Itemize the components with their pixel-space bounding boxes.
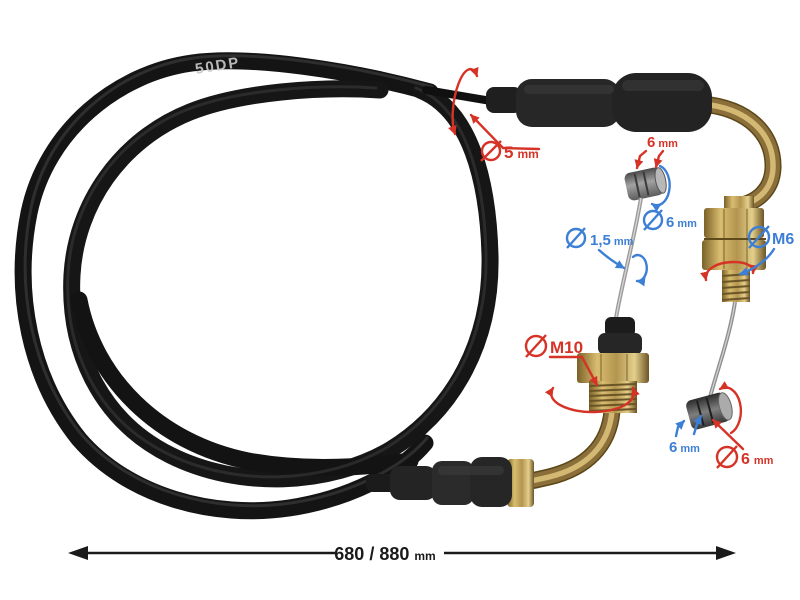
- leader-arrow: [597, 248, 626, 270]
- cable-marking-text: 50DP: [194, 54, 242, 78]
- label-value: 1,5: [590, 232, 611, 249]
- label-value: 680 / 880: [334, 544, 409, 564]
- label-unit: mm: [680, 443, 700, 455]
- svg-text:5mm: 5 mm: [504, 143, 539, 162]
- label-unit: mm: [517, 147, 538, 161]
- label-unit: mm: [658, 138, 678, 150]
- leader-arrow: [469, 113, 541, 151]
- grip-end-elbow: [693, 95, 782, 215]
- label-unit: mm: [414, 549, 435, 563]
- diameter-icon: [480, 140, 502, 162]
- diameter-icon: [715, 445, 739, 469]
- annotation-m6-thread: M6: [738, 225, 794, 276]
- dimension-arrowhead-left: [68, 546, 88, 560]
- diameter-icon: [524, 334, 548, 358]
- cable-highlight: [23, 54, 434, 508]
- m6-threaded-stud: [721, 270, 751, 302]
- annotation-cable-diameter: 5 mm: [448, 66, 541, 162]
- svg-text:M6: M6: [772, 231, 794, 248]
- label-value: 6: [666, 214, 674, 231]
- pointer-arrow-right: [692, 414, 703, 436]
- label-value: 6: [647, 134, 655, 151]
- label-value: 6: [741, 451, 750, 468]
- rotation-arrow: [448, 66, 479, 136]
- rotation-arrow: [544, 386, 640, 414]
- label-unit: mm: [614, 236, 634, 248]
- pointer-arrow-left: [674, 419, 686, 438]
- cable-loop-bottom-strand: [70, 291, 419, 476]
- label-value: 5: [504, 143, 513, 162]
- diameter-icon: [747, 225, 771, 249]
- svg-text:6mm: 6mm: [669, 439, 700, 456]
- leader-arrow: [738, 247, 776, 276]
- svg-text:1,5mm: 1,5mm: [590, 232, 634, 249]
- m6-lock-nut: [704, 208, 764, 238]
- label-unit: mm: [677, 218, 697, 230]
- inner-wire-carb-end: [614, 197, 643, 319]
- rotation-arrow: [650, 164, 671, 212]
- annotation-lower-barrel-diameter: 6 mm: [711, 381, 774, 469]
- m10-adjuster: [577, 317, 649, 413]
- barrel-nipple-upper: [624, 167, 667, 201]
- label-value: M10: [550, 338, 583, 357]
- leader-arrow: [711, 418, 745, 451]
- m10-hex-nut: [577, 353, 649, 383]
- cable-highlight-2: [66, 85, 488, 479]
- annotation-m10-thread: M10: [524, 334, 640, 414]
- pointer-arrow-left: [634, 149, 648, 170]
- dimension-line-total-length: 680 / 880 mm: [68, 544, 736, 564]
- m6-stud-rotation-arrow: [700, 260, 759, 282]
- rotation-arrow: [718, 381, 743, 435]
- grip-end-boot: [486, 73, 712, 132]
- m6-adjuster: [702, 196, 766, 302]
- cable-loop-inner: [63, 80, 499, 488]
- label-unit: mm: [754, 455, 774, 467]
- svg-text:6mm: 6mm: [647, 134, 678, 151]
- svg-text:6mm: 6mm: [666, 214, 697, 231]
- diameter-icon: [565, 227, 587, 249]
- inner-wire-grip-end: [708, 301, 737, 398]
- leader-arrow: [548, 355, 599, 387]
- rotation-arrow: [631, 253, 648, 287]
- svg-text:M10: M10: [550, 338, 583, 357]
- dimension-arrowhead-right: [716, 546, 736, 560]
- m10-rubber-cap-top: [605, 317, 635, 337]
- diameter-icon: [642, 209, 664, 231]
- total-length-label: 680 / 880 mm: [334, 544, 435, 564]
- label-value: 6: [669, 439, 677, 456]
- cable-coil: 50DP: [14, 52, 499, 520]
- carb-end-boot: [366, 457, 534, 507]
- barrel-nipple-lower: [686, 392, 733, 430]
- svg-text:6mm: 6 mm: [741, 451, 774, 468]
- carb-boot-nut: [507, 459, 534, 507]
- label-value: M6: [772, 231, 794, 248]
- cable-loop-outer: [14, 52, 439, 520]
- m6-collar: [724, 196, 754, 210]
- m10-rubber-cap: [598, 333, 642, 355]
- pointer-arrow-right: [653, 149, 665, 169]
